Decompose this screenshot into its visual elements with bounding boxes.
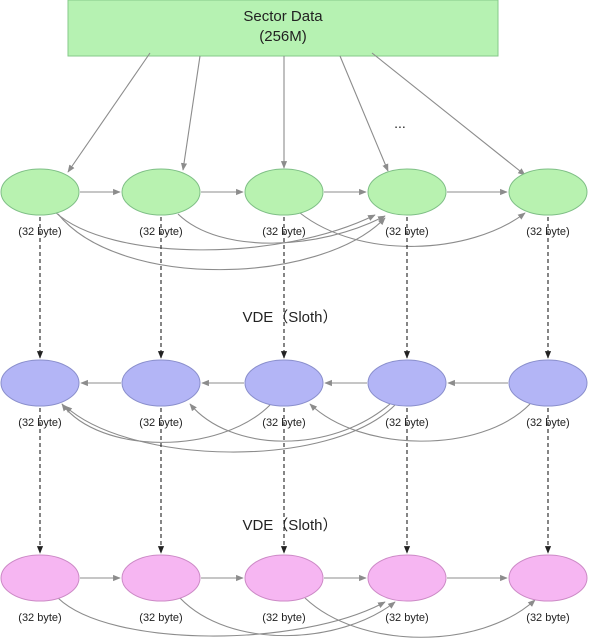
- node-size-label: (32 byte): [18, 612, 61, 624]
- node-size-label: (32 byte): [262, 417, 305, 429]
- node-r3-c5: (32 byte): [508, 554, 588, 624]
- node-r2-c3: (32 byte): [244, 359, 324, 429]
- node-ellipse: [121, 359, 201, 407]
- node-size-label: (32 byte): [139, 417, 182, 429]
- node-ellipse: [367, 554, 447, 602]
- source-to-node-arrow-1: [67, 52, 151, 173]
- node-r2-c1: (32 byte): [0, 359, 80, 429]
- node-r3-c4: (32 byte): [367, 554, 447, 624]
- node-ellipse: [508, 359, 588, 407]
- source-to-node-arrow-5: [371, 52, 526, 176]
- sector-data-box: Sector Data (256M): [67, 0, 499, 57]
- node-r2-c4: (32 byte): [367, 359, 447, 429]
- row3-skip-curve-1: [57, 597, 386, 637]
- source-to-node-arrow-2: [180, 55, 201, 171]
- row2-skip-curve-3: [189, 403, 391, 442]
- node-ellipse: [367, 359, 447, 407]
- node-ellipse: [508, 554, 588, 602]
- row2-skip-curve-2: [64, 404, 396, 453]
- row3-skip-curve-3: [304, 597, 536, 638]
- node-size-label: (32 byte): [262, 226, 305, 238]
- source-to-node-arrow-4: [339, 55, 389, 172]
- node-size-label: (32 byte): [526, 417, 569, 429]
- node-ellipse: [244, 554, 324, 602]
- sector-data-rect: [67, 0, 499, 57]
- node-size-label: (32 byte): [18, 226, 61, 238]
- node-size-label: (32 byte): [139, 612, 182, 624]
- node-r1-c1: (32 byte): [0, 168, 80, 238]
- node-size-label: (32 byte): [262, 612, 305, 624]
- node-r3-c1: (32 byte): [0, 554, 80, 624]
- node-size-label: (32 byte): [526, 226, 569, 238]
- row1-skip-curve-1: [54, 211, 376, 251]
- node-ellipse: [0, 359, 80, 407]
- node-ellipse: [244, 359, 324, 407]
- node-size-label: (32 byte): [526, 612, 569, 624]
- row2-skip-curve-4: [309, 403, 531, 442]
- node-ellipse: [367, 168, 447, 216]
- node-r2-c5: (32 byte): [508, 359, 588, 429]
- node-r3-c3: (32 byte): [244, 554, 324, 624]
- node-ellipse: [0, 168, 80, 216]
- stage-label-vde-1: VDE（Sloth）: [242, 309, 337, 326]
- stage-label-vde-2: VDE（Sloth）: [242, 517, 337, 534]
- row1-skip-curve-3: [177, 213, 386, 244]
- node-r2-c2: (32 byte): [121, 359, 201, 429]
- node-ellipse: [121, 554, 201, 602]
- row2-skip-curve-1: [61, 403, 271, 443]
- row1-skip-curve-4: [299, 212, 526, 247]
- sector-data-title: Sector Data: [243, 8, 323, 25]
- edge-layer: [36, 52, 552, 638]
- row1-skip-curve-2: [57, 213, 386, 271]
- node-r3-c2: (32 byte): [121, 554, 201, 624]
- node-r1-c4: (32 byte): [367, 168, 447, 238]
- ellipsis-label: ...: [394, 115, 406, 131]
- node-ellipse: [121, 168, 201, 216]
- node-r1-c2: (32 byte): [121, 168, 201, 238]
- node-r1-c5: (32 byte): [508, 168, 588, 238]
- node-size-label: (32 byte): [139, 226, 182, 238]
- node-r1-c3: (32 byte): [244, 168, 324, 238]
- sector-data-size: (256M): [259, 28, 307, 45]
- node-ellipse: [508, 168, 588, 216]
- node-size-label: (32 byte): [385, 226, 428, 238]
- node-ellipse: [0, 554, 80, 602]
- node-ellipse: [244, 168, 324, 216]
- node-size-label: (32 byte): [385, 612, 428, 624]
- node-size-label: (32 byte): [18, 417, 61, 429]
- row3-skip-curve-2: [179, 597, 396, 637]
- node-layer: (32 byte) (32 byte) (32 byte) (32 byte) (32 …: [0, 168, 588, 624]
- node-size-label: (32 byte): [385, 417, 428, 429]
